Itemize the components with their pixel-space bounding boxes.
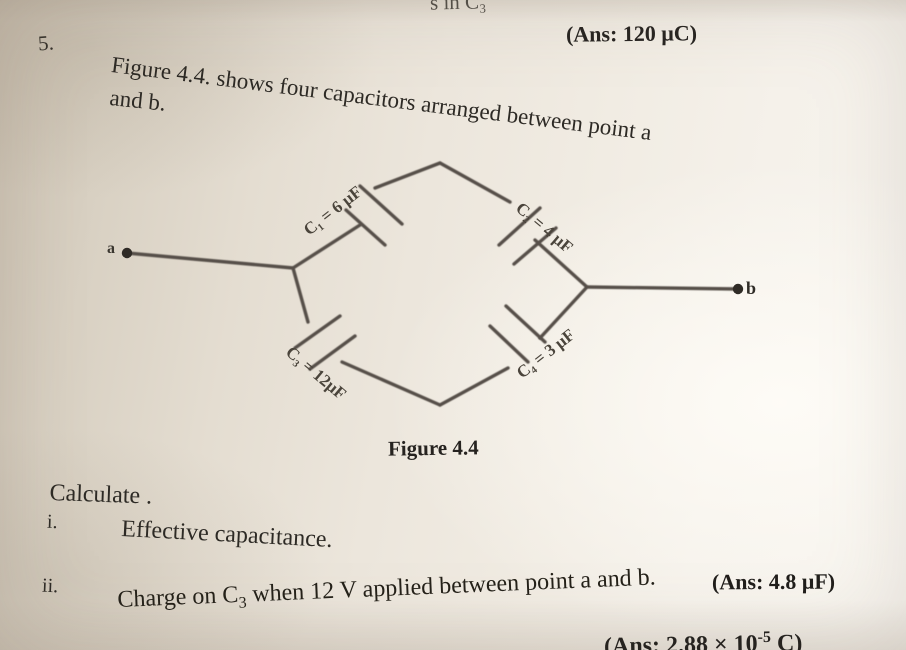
capacitor-network-svg	[121, 161, 744, 407]
wire-c1-out	[373, 161, 442, 190]
question-text-line-2: and b.	[108, 85, 168, 116]
list-item-i-numeral: i.	[46, 510, 58, 534]
list-item-ii-text-after: when 12 V applied between point a and b.	[245, 564, 657, 608]
list-item-i-text: Effective capacitance.	[120, 516, 334, 554]
figure-caption: Figure 4.4	[387, 435, 479, 461]
wire-lead-b	[585, 285, 740, 291]
wire-lead-a	[125, 251, 295, 270]
terminal-dot-a	[121, 247, 133, 259]
wire-c3-out	[340, 360, 442, 407]
capacitor-c3-plate-1	[293, 314, 342, 350]
wire-bottom-right-in	[438, 366, 510, 407]
wire-c4-out	[538, 285, 589, 340]
terminal-dot-b	[732, 283, 744, 295]
capacitor-c4-plate-2	[504, 304, 547, 344]
question-number: 5.	[37, 30, 55, 56]
wire-top-right-in	[438, 161, 512, 204]
circuit-diagram	[90, 140, 790, 430]
answer-item-ii-tail: C)	[770, 630, 803, 650]
calculate-label: Calculate .	[49, 480, 153, 510]
cropped-top-text: s in C₃	[429, 0, 487, 15]
capacitor-c1-plate-2	[358, 184, 404, 226]
wire-c2-out	[533, 238, 589, 289]
terminal-label-a: a	[107, 240, 115, 257]
capacitor-c2-plate-1	[497, 206, 542, 247]
answer-item-ii-cropped: (Ans: 2.88 × 10-5 C)	[604, 629, 803, 650]
capacitor-c4-plate-1	[488, 324, 530, 364]
terminal-label-b: b	[746, 278, 757, 298]
answer-item-ii-main: (Ans: 2.88 × 10	[603, 631, 758, 650]
list-item-ii-numeral: ii.	[41, 574, 59, 598]
list-item-ii-text: Charge on C3 when 12 V applied between p…	[116, 564, 657, 617]
capacitor-c3-plate-2	[308, 334, 357, 371]
answer-item-ii-exponent: -5	[757, 628, 772, 647]
capacitor-c1-plate-1	[344, 208, 387, 247]
wire-c3-in	[291, 266, 310, 324]
list-item-ii-text-before: Charge on C	[116, 581, 239, 613]
capacitor-c2-plate-2	[512, 226, 558, 266]
wire-c1-in	[291, 223, 362, 270]
answer-item-i: (Ans: 4.8 μF)	[711, 568, 836, 595]
question-text-line-1: Figure 4.4. shows four capacitors arrang…	[109, 52, 654, 146]
answer-previous-question: (Ans: 120 μC)	[565, 20, 698, 47]
